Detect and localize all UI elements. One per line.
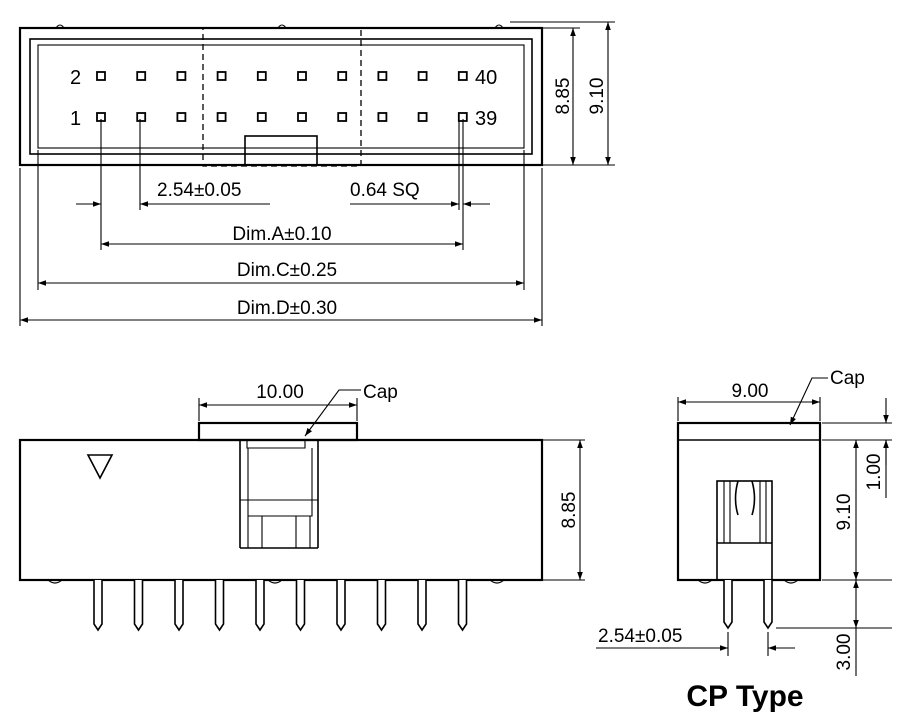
side-view-tail-right [763, 580, 773, 630]
pin-square-top [216, 71, 227, 81]
pin-label-2: 2 [70, 67, 81, 89]
side-view-standoffs [697, 579, 799, 584]
front-view-pins [93, 580, 468, 632]
top-view-cap-outline [202, 27, 362, 167]
cap-label-front: Cap [363, 382, 398, 403]
pin-square-top [176, 71, 187, 81]
cap-leader-front [304, 389, 361, 437]
pin-square-bottom [176, 112, 187, 122]
front-view-pin [214, 580, 225, 632]
dim-side-height: 9.10 [834, 494, 855, 531]
side-view-cavity [716, 480, 773, 581]
side-view-tail-left [723, 580, 733, 630]
front-view-pin [417, 580, 427, 632]
pin-square-top [136, 71, 147, 81]
pin-square-bottom [337, 112, 348, 122]
front-view: 10.00 Cap 8.85 [18, 382, 585, 632]
side-view-body [676, 421, 822, 582]
top-view-inner-wall [37, 44, 525, 149]
pin-square-bottom [377, 112, 388, 122]
pin-label-39: 39 [475, 108, 497, 130]
pin1-triangle-marker [86, 454, 114, 480]
side-view-contact-springs [734, 480, 756, 516]
dim-cap-height: 1.00 [864, 454, 885, 491]
pin-label-1: 1 [70, 108, 81, 130]
pin-square-top [377, 71, 388, 81]
pin-square-top [337, 71, 348, 81]
cp-type-title: CP Type [686, 680, 803, 713]
pin-square-top [297, 71, 307, 81]
front-view-cap [197, 421, 359, 442]
front-view-pin [457, 580, 468, 632]
pin-square-top [457, 71, 468, 81]
pin-label-40: 40 [475, 67, 497, 89]
cap-label-side: Cap [830, 368, 865, 389]
front-view-pin [336, 580, 346, 632]
dim-height-885: 8.85 [553, 78, 574, 115]
pin-square-bottom [417, 112, 428, 122]
dim-front-height: 8.85 [559, 492, 580, 529]
pin-square-bottom [136, 112, 147, 122]
dim-c-text: Dim.C±0.25 [237, 260, 337, 281]
pin-square-bottom [216, 112, 227, 122]
side-view: 9.00 Cap 1.00 9.10 3.00 2.54±0.05 CP Typ… [596, 368, 892, 713]
cap-leader-side [789, 377, 828, 426]
dim-cap-width: 10.00 [256, 382, 304, 403]
front-view-pin [133, 580, 144, 632]
pin-square-top [417, 71, 428, 81]
front-view-pin [174, 580, 184, 632]
front-view-standoffs [47, 579, 505, 584]
side-view-contact-walls [723, 481, 767, 543]
dim-tail-length: 3.00 [834, 634, 855, 671]
top-view-pin-grid [96, 71, 468, 122]
front-view-pin [255, 580, 265, 632]
pin-square-bottom [256, 112, 267, 122]
dim-pin-square: 0.64 SQ [350, 180, 420, 201]
pin-square-top [96, 71, 106, 81]
front-view-body [18, 438, 544, 582]
front-view-pin [93, 580, 103, 632]
dim-a-text: Dim.A±0.10 [232, 224, 331, 245]
top-view-body-bumps [55, 24, 504, 29]
dim-side-pitch: 2.54±0.05 [598, 626, 682, 647]
front-view-pin [295, 580, 306, 632]
dim-height-910: 9.10 [587, 78, 608, 115]
dim-side-width: 9.00 [732, 381, 769, 402]
dim-d-text: Dim.D±0.30 [237, 298, 337, 319]
top-view-inner-frame [29, 38, 533, 155]
front-view-pin [376, 580, 387, 632]
slot-inner [247, 448, 313, 517]
pin-square-bottom [297, 112, 307, 122]
slot-top-step [246, 440, 306, 449]
top-view-outer-body [18, 26, 544, 167]
top-view-polarization-key [244, 135, 318, 166]
dim-pitch-top: 2.54±0.05 [157, 180, 241, 201]
top-view: 2 1 40 39 2.54±0.05 0.64 SQ Dim.A±0.10 D… [18, 21, 615, 326]
pin-square-top [256, 71, 267, 81]
